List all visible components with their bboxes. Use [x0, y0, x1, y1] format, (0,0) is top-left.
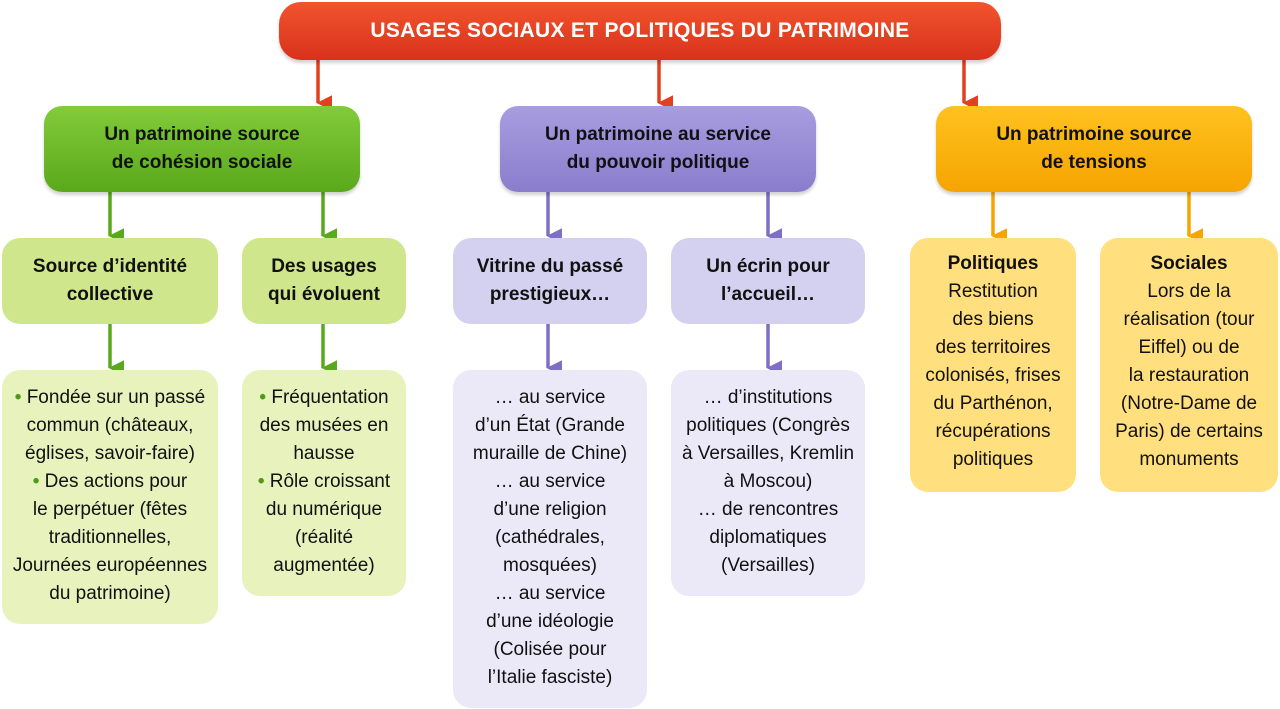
showcase-heading-line-1: Vitrine du passé: [476, 256, 624, 277]
showcase-detail-line: muraille de Chine): [472, 443, 628, 464]
identity-detail-line: • Fondée sur un passé: [15, 384, 205, 412]
identity-detail-line: du patrimoine): [49, 583, 171, 604]
welcome-detail-line: … de rencontres: [697, 499, 839, 520]
showcase-detail-line: (cathédrales,: [495, 527, 605, 548]
welcome-heading-line-1: Un écrin pour: [706, 256, 830, 277]
political-detail-line: Restitution: [948, 281, 1038, 302]
bullet-icon: •: [259, 387, 267, 408]
showcase-detail-line: … au service: [494, 471, 606, 492]
identity-detail-line: commun (châteaux,: [26, 415, 194, 436]
identity-detail-line: traditionnelles,: [48, 527, 172, 548]
cohesion-heading-box: Un patrimoine source de cohésion sociale: [44, 106, 360, 192]
identity-detail-line: • Des actions pour: [33, 468, 188, 496]
evolving-detail-line: (réalité: [294, 527, 354, 548]
showcase-detail-line: d’une idéologie: [486, 611, 614, 632]
showcase-detail-line: … au service: [494, 583, 606, 604]
political-tensions-heading: Politiques: [947, 253, 1039, 274]
identity-detail-line: églises, savoir-faire): [25, 443, 195, 464]
evolving-detail-line: des musées en: [259, 415, 389, 436]
social-detail-line: Eiffel) ou de: [1138, 337, 1240, 358]
evolving-details-box: • Fréquentation des musées en hausse • R…: [242, 370, 406, 596]
showcase-detail-line: mosquées): [503, 555, 597, 576]
showcase-heading-line-2: prestigieux…: [489, 284, 611, 305]
social-detail-line: la restauration: [1128, 365, 1250, 386]
diagram-title-text: USAGES SOCIAUX ET POLITIQUES DU PATRIMOI…: [370, 19, 910, 42]
power-heading-line-1: Un patrimoine au service: [545, 124, 771, 145]
political-tensions-box: Politiques Restitution des biens des ter…: [910, 238, 1076, 492]
political-detail-line: des territoires: [935, 337, 1051, 358]
power-heading-box: Un patrimoine au service du pouvoir poli…: [500, 106, 816, 192]
tensions-heading-line-1: Un patrimoine source: [996, 124, 1192, 145]
social-tensions-box: Sociales Lors de la réalisation (tour Ei…: [1100, 238, 1278, 492]
identity-heading-line-1: Source d’identité: [32, 256, 188, 277]
identity-detail-text: Fondée sur un passé: [26, 387, 206, 408]
social-detail-line: monuments: [1139, 449, 1239, 470]
tensions-heading-box: Un patrimoine source de tensions: [936, 106, 1252, 192]
social-detail-line: Lors de la: [1147, 281, 1231, 302]
cohesion-heading-line-2: de cohésion sociale: [111, 152, 293, 173]
showcase-heading-box: Vitrine du passé prestigieux…: [453, 238, 647, 324]
evolving-detail-line: augmentée): [273, 555, 375, 576]
welcome-detail-line: à Moscou): [723, 471, 813, 492]
welcome-details-box: … d’institutions politiques (Congrès à V…: [671, 370, 865, 596]
social-detail-line: (Notre-Dame de: [1120, 393, 1258, 414]
welcome-detail-line: politiques (Congrès: [686, 415, 850, 436]
tensions-heading-line-2: de tensions: [1041, 152, 1147, 173]
showcase-details-box: … au service d’un État (Grande muraille …: [453, 370, 647, 708]
political-detail-line: politiques: [952, 449, 1034, 470]
evolving-heading-line-1: Des usages: [271, 256, 377, 277]
diagram-title: USAGES SOCIAUX ET POLITIQUES DU PATRIMOI…: [279, 2, 1001, 60]
welcome-detail-line: à Versailles, Kremlin: [681, 443, 855, 464]
evolving-detail-text: Rôle croissant: [269, 471, 391, 492]
welcome-detail-line: (Versailles): [721, 555, 815, 576]
showcase-detail-line: d’une religion: [493, 499, 607, 520]
evolving-detail-text: Fréquentation: [271, 387, 389, 408]
showcase-detail-line: (Colisée pour: [493, 639, 607, 660]
welcome-detail-line: diplomatiques: [709, 527, 827, 548]
showcase-detail-line: l’Italie fasciste): [487, 667, 613, 688]
bullet-icon: •: [32, 471, 40, 492]
evolving-detail-line: hausse: [293, 443, 355, 464]
identity-heading-box: Source d’identité collective: [2, 238, 218, 324]
evolving-heading-line-2: qui évoluent: [268, 284, 380, 305]
bullet-icon: •: [14, 387, 22, 408]
identity-details-box: • Fondée sur un passé commun (châteaux, …: [2, 370, 218, 624]
welcome-heading-box: Un écrin pour l’accueil…: [671, 238, 865, 324]
social-tensions-heading: Sociales: [1150, 253, 1228, 274]
evolving-heading-box: Des usages qui évoluent: [242, 238, 406, 324]
social-detail-line: réalisation (tour: [1123, 309, 1255, 330]
political-detail-line: récupérations: [935, 421, 1051, 442]
political-detail-line: colonisés, frises: [925, 365, 1061, 386]
evolving-detail-line: • Rôle croissant: [258, 468, 390, 496]
showcase-detail-line: … au service: [494, 387, 606, 408]
political-detail-line: des biens: [952, 309, 1034, 330]
social-detail-line: Paris) de certains: [1115, 421, 1263, 442]
identity-detail-text: Des actions pour: [44, 471, 188, 492]
identity-detail-line: Journées européennes: [12, 555, 208, 576]
power-heading-line-2: du pouvoir politique: [566, 152, 750, 173]
welcome-heading-line-2: l’accueil…: [721, 284, 815, 305]
welcome-detail-line: … d’institutions: [703, 387, 833, 408]
political-detail-line: du Parthénon,: [933, 393, 1053, 414]
cohesion-heading-line-1: Un patrimoine source: [104, 124, 300, 145]
identity-detail-line: le perpétuer (fêtes: [32, 499, 188, 520]
evolving-detail-line: du numérique: [265, 499, 383, 520]
identity-heading-line-2: collective: [66, 284, 154, 305]
evolving-detail-line: • Fréquentation: [259, 384, 388, 412]
bullet-icon: •: [257, 471, 265, 492]
showcase-detail-line: d’un État (Grande: [475, 415, 625, 436]
